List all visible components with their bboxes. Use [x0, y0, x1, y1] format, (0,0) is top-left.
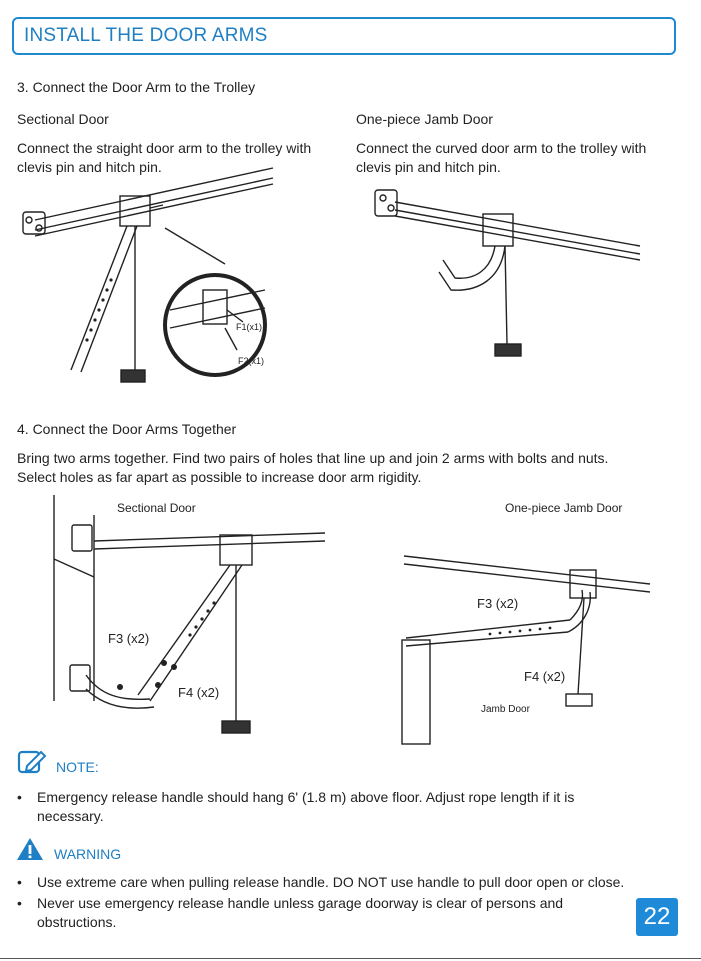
step3-sectional-title: Sectional Door — [17, 111, 109, 127]
step4-text2: Select holes as far apart as possible to… — [17, 469, 422, 485]
step3-heading: 3. Connect the Door Arm to the Trolley — [17, 79, 256, 95]
section-title: INSTALL THE DOOR ARMS — [24, 25, 268, 46]
step4-text1: Bring two arms together. Find two pairs … — [17, 450, 609, 466]
step3-jamb-text1: Connect the curved door arm to the troll… — [356, 140, 647, 156]
jamb-door-label: Jamb Door — [481, 704, 530, 715]
note-title: NOTE: — [56, 759, 99, 775]
step4-sectional-caption: Sectional Door — [117, 501, 196, 515]
note-item-1-line2: necessary. — [37, 808, 104, 824]
label-f2: F2(x1) — [238, 356, 265, 366]
warning-item-2-line1: Never use emergency release handle unles… — [37, 895, 564, 911]
step4-heading: 4. Connect the Door Arms Together — [17, 421, 237, 437]
step3-sectional-text2: clevis pin and hitch pin. — [17, 159, 162, 175]
warning-bullet-1: • — [17, 874, 22, 890]
warning-triangle-icon — [17, 838, 43, 860]
label-f3-right: F3 (x2) — [477, 596, 519, 611]
jamb-arms-illustration — [401, 555, 651, 745]
sectional-arms-illustration — [53, 495, 326, 734]
label-f4-left: F4 (x2) — [178, 685, 220, 700]
warning-item-2-line2: obstructions. — [37, 914, 117, 930]
jamb-trolley-illustration — [374, 189, 641, 357]
step4-jamb-caption: One-piece Jamb Door — [505, 501, 623, 515]
step3-sectional-text1: Connect the straight door arm to the tro… — [17, 140, 312, 156]
warning-title: WARNING — [54, 846, 122, 862]
page-number-badge: 22 — [636, 898, 678, 936]
note-item-1-line1: Emergency release handle should hang 6' … — [37, 789, 575, 805]
warning-item-1-line1: Use extreme care when pulling release ha… — [37, 874, 625, 890]
footer-divider — [0, 958, 701, 959]
label-f1: F1(x1) — [236, 322, 263, 332]
pencil-note-icon — [17, 750, 47, 774]
section-header: INSTALL THE DOOR ARMS — [12, 17, 676, 55]
label-f4-right: F4 (x2) — [524, 669, 566, 684]
step3-jamb-title: One-piece Jamb Door — [356, 111, 493, 127]
sectional-trolley-illustration — [22, 167, 274, 383]
label-f3-left: F3 (x2) — [108, 631, 150, 646]
note-bullet-1: • — [17, 789, 22, 805]
warning-bullet-2: • — [17, 895, 22, 911]
step3-jamb-text2: clevis pin and hitch pin. — [356, 159, 501, 175]
